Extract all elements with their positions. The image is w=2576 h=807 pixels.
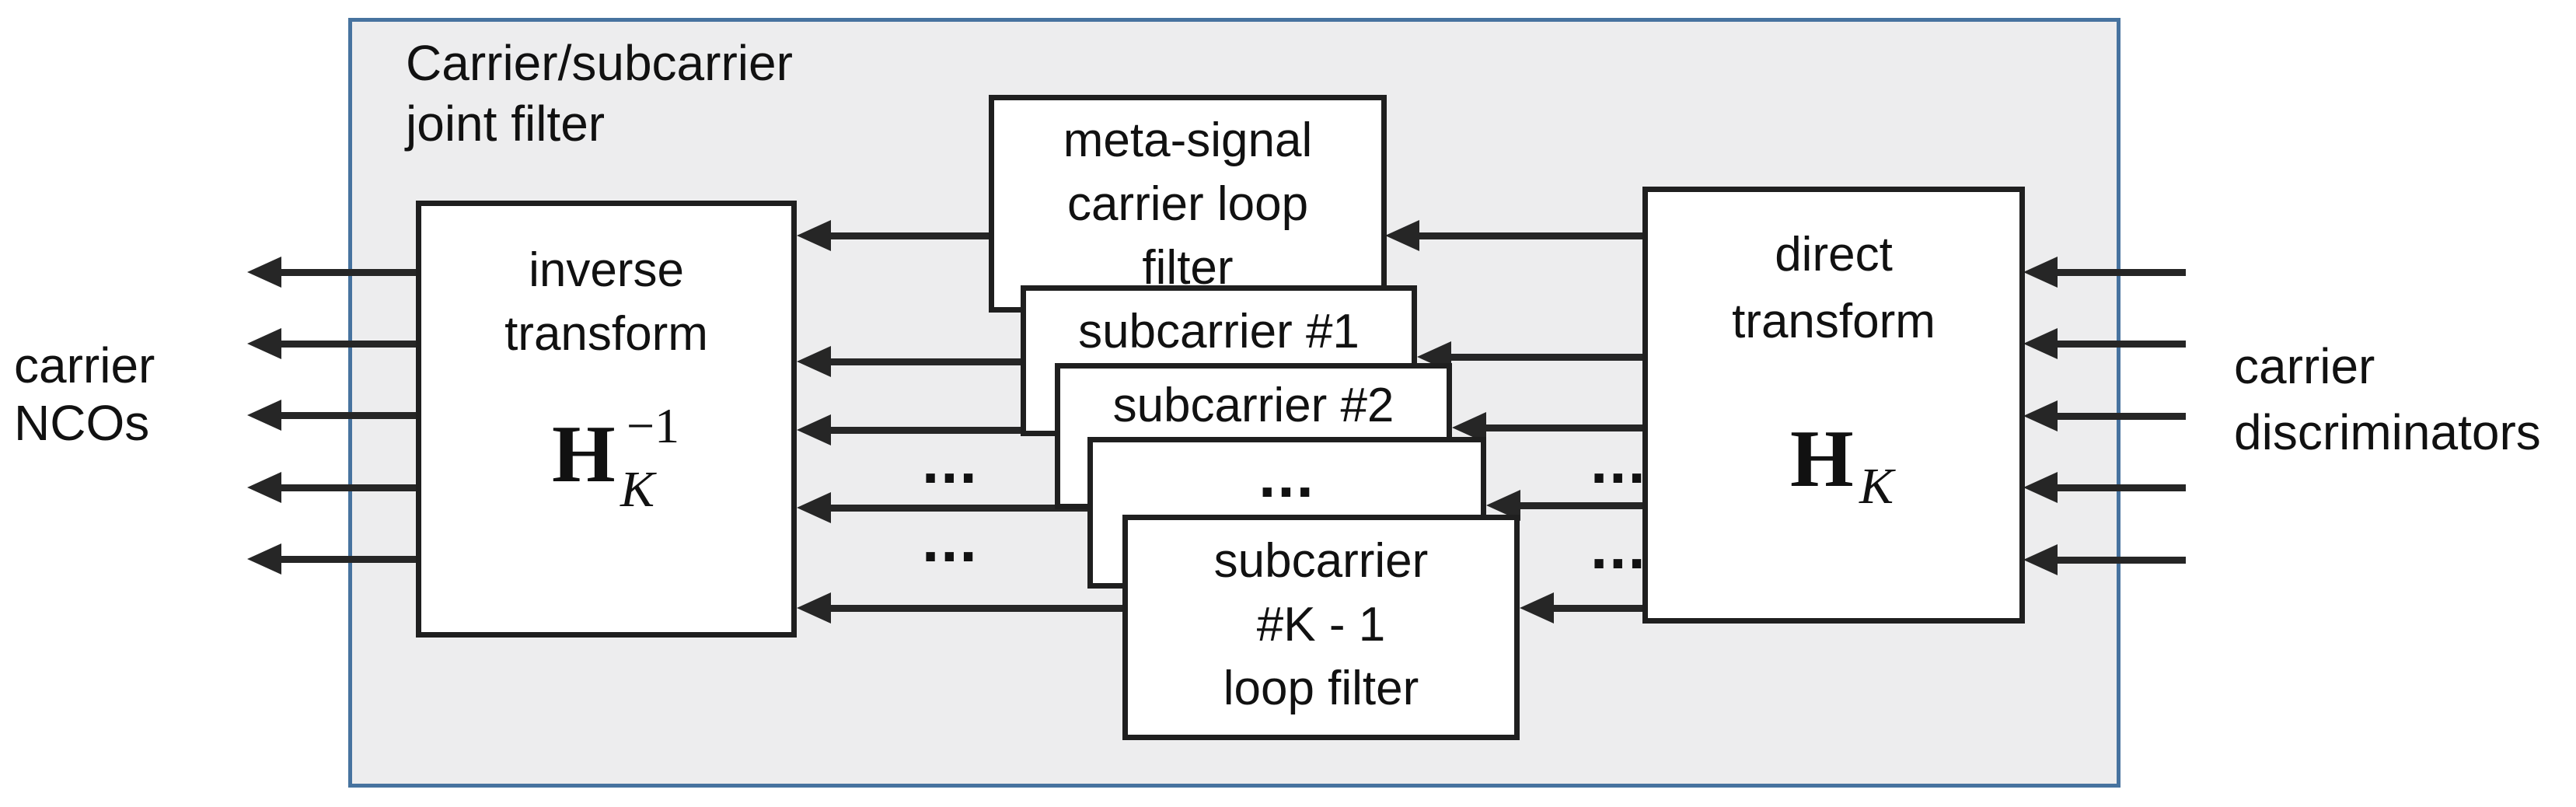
from-direct-line [1415, 232, 1648, 239]
direct-transform-formula-h: H [1790, 413, 1854, 504]
nco-arrowhead-icon [247, 543, 281, 575]
subcarrier-1-label: subcarrier #1 [1078, 305, 1360, 358]
nco-line [276, 556, 417, 563]
to-inverse-line [826, 427, 1060, 434]
to-inverse-line [826, 605, 1128, 612]
left-channel-ellipsis: ... [922, 505, 979, 575]
from-direct-arrowhead-icon [1385, 220, 1419, 251]
nco-line [276, 412, 417, 419]
to-inverse-arrowhead-icon [797, 492, 831, 523]
direct-transform-label-line1: direct [1775, 228, 1893, 281]
inverse-transform-label-line2: transform [504, 307, 708, 361]
to-inverse-arrowhead-icon [797, 414, 831, 445]
container-title: Carrier/subcarrier joint filter [406, 33, 793, 154]
meta-signal-label-line2: carrier loop [1066, 177, 1309, 231]
discriminator-arrowhead-icon [2023, 257, 2058, 288]
nco-line [276, 484, 417, 491]
inverse-transform-formula-h: H [552, 408, 616, 499]
discriminator-line [2052, 269, 2186, 276]
from-direct-arrowhead-icon [1520, 592, 1554, 624]
carrier-ncos-label: carrier NCOs [14, 337, 155, 451]
discriminator-line [2052, 413, 2186, 420]
to-inverse-arrowhead-icon [797, 346, 831, 377]
discriminator-arrowhead-icon [2023, 472, 2058, 503]
to-inverse-arrowhead-icon [797, 592, 831, 624]
subcarrier-k-minus-1-label: subcarrier #K - 1 loop filter [1213, 534, 1429, 715]
to-inverse-arrowhead-icon [797, 220, 831, 251]
nco-arrowhead-icon [247, 400, 281, 431]
from-direct-line [1482, 424, 1648, 431]
stack-box-subcarrier-k-minus-1 [1122, 515, 1520, 740]
from-direct-line [1516, 502, 1648, 509]
to-inverse-line [826, 358, 1026, 365]
nco-line [276, 269, 417, 276]
discriminator-arrowhead-icon [2023, 544, 2058, 575]
discriminator-line [2052, 341, 2186, 348]
nco-arrowhead-icon [247, 328, 281, 359]
meta-signal-label-line3: filter [1142, 241, 1234, 295]
meta-signal-label-line1: meta-signal [1063, 114, 1313, 167]
nco-arrowhead-icon [247, 472, 281, 503]
discriminator-arrowhead-icon [2023, 328, 2058, 359]
carrier-discriminators-label: carrier discriminators [2234, 338, 2541, 460]
discriminator-line [2052, 557, 2186, 564]
to-inverse-line [826, 505, 1093, 512]
inverse-transform-formula-sup: −1 [627, 398, 680, 453]
nco-line [276, 341, 417, 348]
right-channel-ellipsis: ... [1590, 427, 1647, 496]
container-title-line2: joint filter [406, 96, 606, 152]
subcarrier-2-label: subcarrier #2 [1112, 379, 1394, 432]
direct-transform-box [1642, 187, 2025, 624]
direct-transform-formula-sub: K [1859, 458, 1894, 515]
from-direct-line [1549, 605, 1648, 612]
container-title-line1: Carrier/subcarrier [406, 35, 793, 91]
to-inverse-line [826, 232, 995, 239]
discriminator-arrowhead-icon [2023, 400, 2058, 431]
inverse-transform-label-line1: inverse [529, 243, 684, 297]
direct-transform-label: direct transform [1642, 222, 2025, 355]
inverse-transform-formula-sub: K [620, 461, 655, 518]
inverse-transform-label: inverse transform [416, 239, 797, 366]
meta-signal-label: meta-signal carrier loop filter [989, 109, 1387, 300]
right-channel-ellipsis: ... [1590, 512, 1647, 582]
discriminator-line [2052, 484, 2186, 491]
nco-arrowhead-icon [247, 257, 281, 288]
left-channel-ellipsis: ... [922, 427, 979, 496]
stack-ellipsis-label: ... [1258, 441, 1315, 510]
direct-transform-label-line2: transform [1732, 295, 1935, 348]
from-direct-line [1447, 354, 1648, 361]
inverse-transform-box [416, 201, 797, 638]
